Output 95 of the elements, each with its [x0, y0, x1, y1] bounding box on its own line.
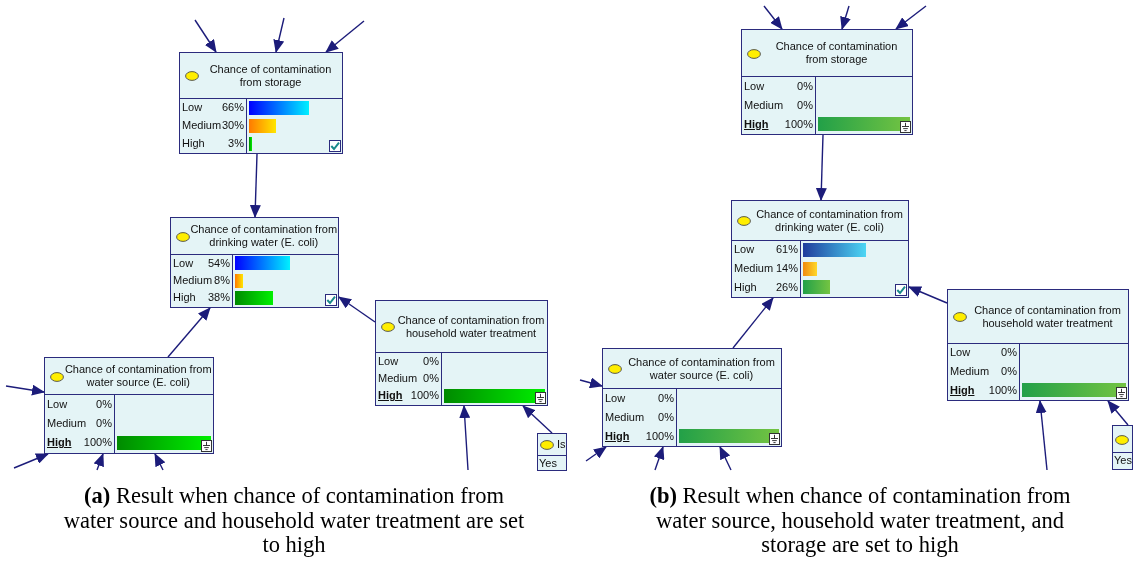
- probability-value: 0%: [797, 79, 813, 93]
- arrow: [459, 405, 471, 471]
- arrow: [273, 17, 285, 53]
- arrow: [338, 296, 376, 323]
- state-label: High: [605, 429, 630, 443]
- state-label: High: [47, 436, 72, 450]
- node-title: Chance of contamination from storage: [774, 40, 899, 66]
- probability-value: 0%: [96, 417, 112, 430]
- state-label: Low: [744, 79, 765, 93]
- state-label: Medium: [734, 262, 774, 275]
- probability-value: 100%: [988, 383, 1017, 397]
- arrow: [895, 5, 927, 30]
- subcaption: (a) Result when chance of contamination from water source and household water treatment are set to high: [62, 484, 526, 558]
- probability-value: 30%: [221, 119, 244, 132]
- node-title: Chance of contamination from drinking water (E. coli): [755, 207, 904, 234]
- arrow: [840, 5, 851, 30]
- arrow: [249, 153, 261, 218]
- arrow: [815, 134, 827, 201]
- state-label: Low: [950, 346, 971, 360]
- state-label: Low: [605, 391, 626, 405]
- arrow: [1107, 400, 1129, 426]
- probability-value: 0%: [423, 354, 439, 368]
- node-title: Chance of contamination from drinking water (E. coli): [189, 223, 338, 249]
- state-label: High: [950, 383, 975, 397]
- node-box: [537, 433, 567, 471]
- probability-value: 66%: [221, 101, 244, 114]
- state-label: Medium: [182, 119, 222, 132]
- arrow: [194, 19, 217, 53]
- state-label: Low: [182, 101, 203, 114]
- arrow: [719, 446, 732, 471]
- state-label: High: [182, 137, 205, 150]
- arrow: [93, 453, 104, 471]
- node-box: [1112, 425, 1133, 470]
- state-label: Medium: [605, 410, 645, 424]
- node-box: [947, 289, 1129, 401]
- probability-value: 100%: [410, 389, 439, 403]
- node-box: [179, 52, 343, 154]
- state-label: Low: [173, 256, 194, 270]
- state-label: Yes: [1114, 454, 1132, 467]
- arrow: [585, 446, 607, 462]
- arrow: [1035, 400, 1048, 471]
- probability-value: 100%: [645, 429, 674, 443]
- node-title: Chance of contamination from water source (E. coli): [63, 363, 213, 389]
- arrow: [653, 446, 665, 471]
- arrow: [167, 307, 211, 358]
- state-label: Low: [734, 243, 755, 257]
- probability-value: 0%: [658, 410, 674, 424]
- state-label: Medium: [173, 274, 213, 287]
- state-label: Low: [378, 354, 399, 368]
- state-label: Medium: [950, 365, 990, 378]
- node-box: [44, 357, 214, 454]
- state-label: Yes: [539, 457, 557, 470]
- state-label: Medium: [744, 98, 784, 112]
- probability-value: 100%: [784, 117, 813, 131]
- node-title: Is: [557, 438, 566, 451]
- state-label: High: [744, 117, 769, 131]
- subcaption: (b) Result when chance of contamination from water source, household water treatment, and storage are set to high: [648, 484, 1072, 558]
- arrow: [5, 384, 45, 396]
- probability-value: 54%: [207, 256, 230, 270]
- probability-value: 100%: [83, 436, 112, 450]
- node-title: Chance of contamination from water source (E. coli): [627, 355, 776, 382]
- node-box: [731, 200, 909, 298]
- probability-value: 0%: [1001, 365, 1017, 378]
- arrow: [522, 405, 553, 434]
- state-label: High: [173, 291, 196, 305]
- arrow: [13, 453, 49, 469]
- state-label: Medium: [378, 372, 418, 385]
- arrow: [763, 5, 783, 30]
- node-title: Chance of contamination from storage: [208, 62, 333, 89]
- arrow: [154, 453, 166, 471]
- node-box: [741, 29, 913, 135]
- probability-value: 0%: [658, 391, 674, 405]
- probability-value: 61%: [775, 243, 798, 257]
- state-label: Low: [47, 397, 68, 411]
- probability-value: 38%: [207, 291, 230, 305]
- probability-value: 0%: [96, 397, 112, 411]
- state-label: High: [734, 280, 757, 294]
- probability-value: 0%: [1001, 346, 1017, 360]
- node-box: [170, 217, 339, 308]
- node-title: Chance of contamination from household water treatment: [396, 313, 546, 340]
- arrow: [732, 297, 774, 349]
- node-box: [375, 300, 548, 406]
- arrow: [325, 20, 365, 53]
- probability-value: 0%: [797, 98, 813, 112]
- probability-value: 3%: [228, 137, 244, 150]
- arrow: [908, 286, 948, 304]
- probability-value: 8%: [214, 274, 230, 287]
- probability-value: 26%: [775, 280, 798, 294]
- arrow: [579, 377, 603, 389]
- node-box: [602, 348, 782, 447]
- node-title: Chance of contamination from household water treatment: [973, 303, 1122, 330]
- state-label: High: [378, 389, 403, 403]
- state-label: Medium: [47, 417, 87, 430]
- probability-value: 14%: [775, 262, 798, 275]
- probability-value: 0%: [423, 372, 439, 385]
